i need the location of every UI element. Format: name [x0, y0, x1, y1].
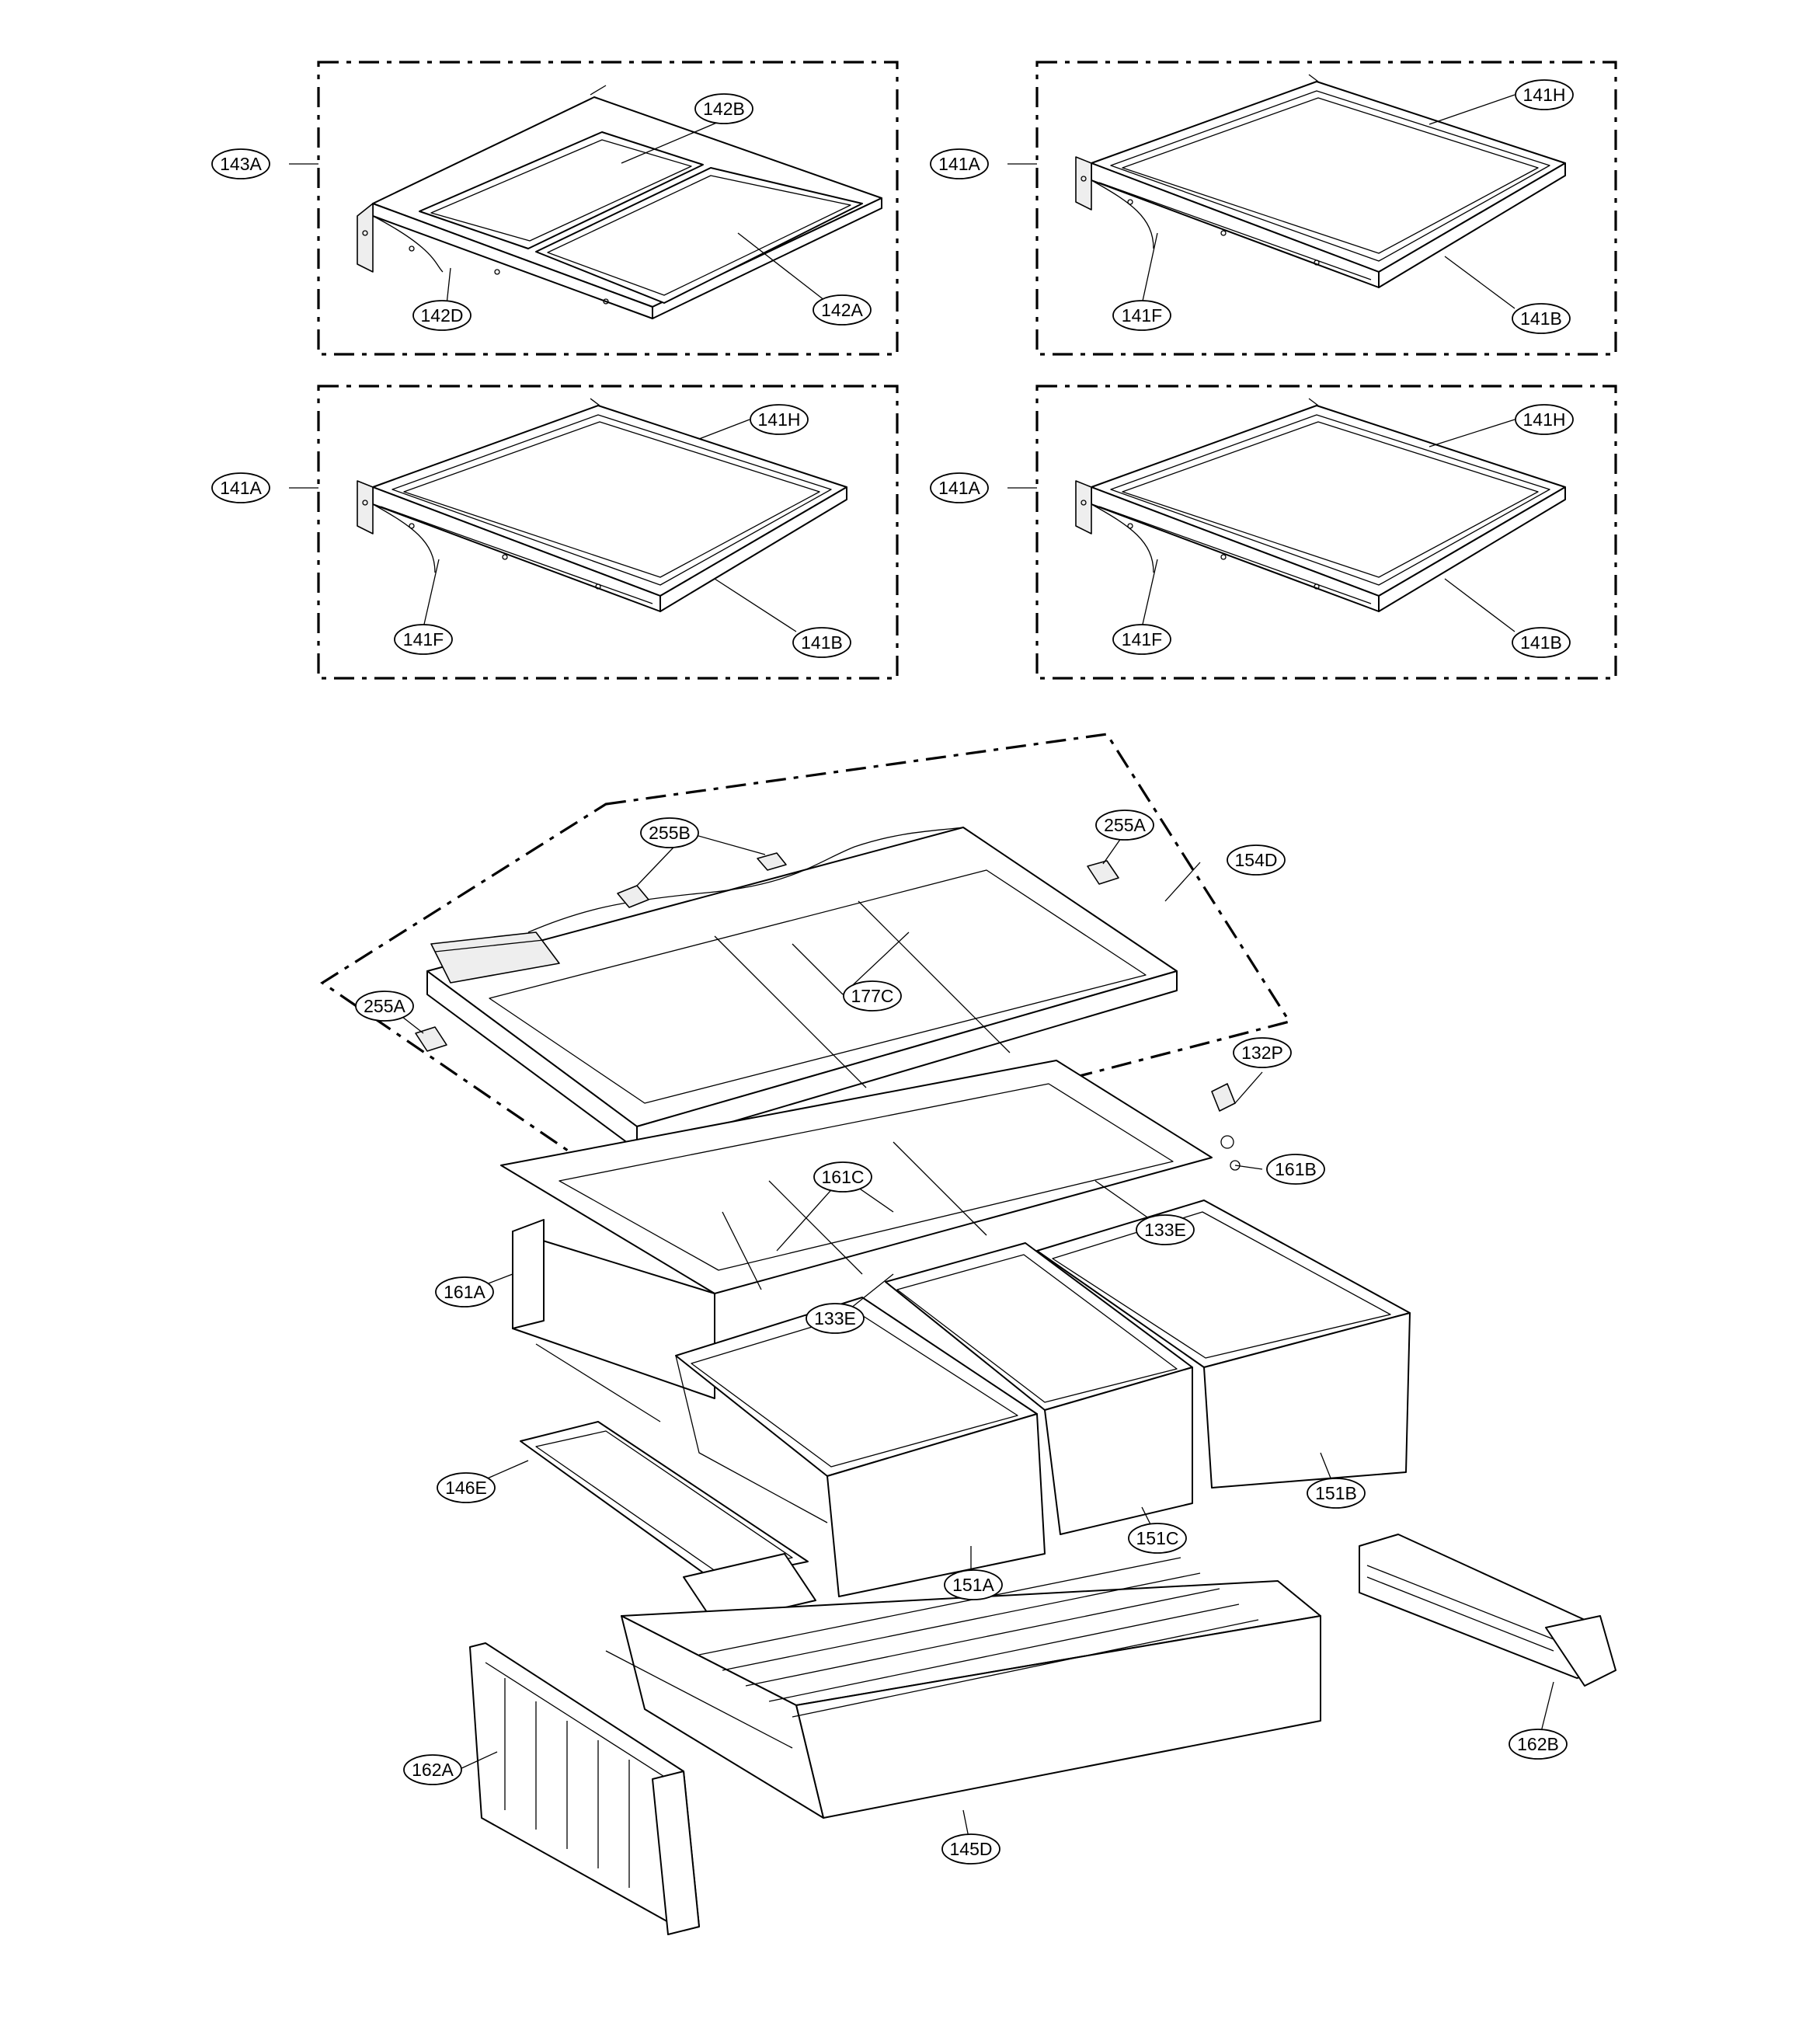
callout-151A: 151A [944, 1569, 1003, 1600]
callout-142D-text: 142D [421, 305, 464, 326]
drawer-151C [885, 1242, 1193, 1535]
callout-141H-3: 141H [1515, 404, 1574, 435]
callout-141H-1-text: 141H [1523, 85, 1566, 105]
shelf-141A-drawing-3 [1075, 398, 1566, 612]
shelf-141A-group-1 [1007, 61, 1617, 356]
callout-151B: 151B [1307, 1478, 1366, 1509]
drawer-151A [675, 1297, 1046, 1597]
callout-177C-text: 177C [851, 986, 894, 1006]
callout-161B: 161B [1266, 1154, 1325, 1185]
callout-145D: 145D [941, 1833, 1000, 1865]
shelf-141A-group-3 [1007, 385, 1617, 680]
callout-162A-text: 162A [412, 1760, 454, 1780]
bin-145D [605, 1557, 1321, 1819]
callout-255A-left-text: 255A [364, 996, 405, 1016]
callout-141H-2-text: 141H [758, 409, 801, 430]
clip-255A-right [1087, 860, 1119, 885]
callout-141B-2-text: 141B [801, 632, 843, 653]
shelf-141A-group-2 [289, 385, 899, 680]
callout-133E-right-text: 133E [1144, 1220, 1186, 1240]
callout-151B-text: 151B [1315, 1483, 1357, 1503]
tray-146E [520, 1421, 816, 1624]
callout-142B: 142B [694, 93, 753, 124]
callout-141A-3-text: 141A [938, 478, 980, 498]
callout-141F-1-text: 141F [1122, 305, 1162, 326]
callout-162B-text: 162B [1517, 1734, 1559, 1754]
callout-162B: 162B [1509, 1729, 1568, 1760]
callout-141H-1: 141H [1515, 79, 1574, 110]
callout-161C-text: 161C [822, 1167, 865, 1187]
shelf-141A-dashed-boundary-1 [1035, 61, 1617, 356]
callout-132P-text: 132P [1241, 1043, 1283, 1063]
callout-141A-2-text: 141A [220, 478, 262, 498]
callout-255B-text: 255B [649, 823, 691, 843]
callout-255A-left: 255A [355, 991, 414, 1022]
callout-133E-left: 133E [806, 1303, 865, 1334]
callout-141B-1: 141B [1512, 303, 1571, 334]
callout-145D-text: 145D [950, 1839, 993, 1859]
callout-255A-right: 255A [1095, 810, 1154, 841]
callout-177C: 177C [843, 980, 902, 1012]
callout-141H-2: 141H [750, 404, 809, 435]
shelf-141A-dashed-boundary-2 [317, 385, 899, 680]
shelf-141A-dashed-boundary-3 [1035, 385, 1617, 680]
callout-141A-1-text: 141A [938, 154, 980, 174]
clip-255B-left [617, 885, 649, 908]
shelf-143A-drawing [357, 85, 882, 319]
callout-132P: 132P [1233, 1037, 1292, 1068]
clip-255B-right [757, 852, 787, 871]
callout-151C-text: 151C [1136, 1528, 1179, 1548]
rail-162B [1359, 1534, 1616, 1687]
callout-154D-text: 154D [1235, 850, 1278, 870]
drawer-151B [1036, 1200, 1411, 1489]
callout-143A-text: 143A [220, 154, 262, 174]
callout-141B-3: 141B [1512, 627, 1571, 658]
shelf-143A-dashed-boundary [317, 61, 899, 356]
callout-141F-3: 141F [1112, 624, 1171, 655]
callout-141F-2-text: 141F [403, 629, 444, 649]
callout-151C: 151C [1128, 1523, 1187, 1554]
callout-146E: 146E [437, 1472, 496, 1503]
callout-141A-2: 141A [211, 472, 270, 503]
callout-141A-3: 141A [930, 472, 989, 503]
callout-141B-1-text: 141B [1520, 308, 1562, 329]
callout-162A: 162A [403, 1754, 462, 1785]
callout-161A-text: 161A [444, 1282, 485, 1302]
callout-161A: 161A [435, 1276, 494, 1307]
callout-142A: 142A [813, 294, 872, 326]
callout-161B-text: 161B [1275, 1159, 1317, 1179]
callout-142B-text: 142B [703, 99, 745, 119]
callout-133E-left-text: 133E [814, 1308, 856, 1328]
callout-141B-2: 141B [792, 627, 851, 658]
callout-141F-1: 141F [1112, 300, 1171, 331]
callout-142A-text: 142A [821, 300, 863, 320]
callout-141F-2: 141F [394, 624, 453, 655]
callout-255A-right-text: 255A [1104, 815, 1146, 835]
callout-141H-3-text: 141H [1523, 409, 1566, 430]
callout-151A-text: 151A [952, 1575, 994, 1595]
callout-143A: 143A [211, 148, 270, 179]
callout-141B-3-text: 141B [1520, 632, 1562, 653]
callout-255B: 255B [640, 817, 699, 848]
callout-161C: 161C [813, 1161, 872, 1193]
callout-141F-3-text: 141F [1122, 629, 1162, 649]
rail-162A [469, 1642, 700, 1935]
shelf-141A-drawing-1 [1075, 74, 1566, 288]
callout-142D: 142D [412, 300, 472, 331]
callout-141A-1: 141A [930, 148, 989, 179]
callout-146E-text: 146E [445, 1478, 487, 1498]
callout-154D: 154D [1227, 844, 1286, 876]
shelf-143A-group [289, 61, 899, 356]
callout-133E-right: 133E [1136, 1214, 1195, 1245]
